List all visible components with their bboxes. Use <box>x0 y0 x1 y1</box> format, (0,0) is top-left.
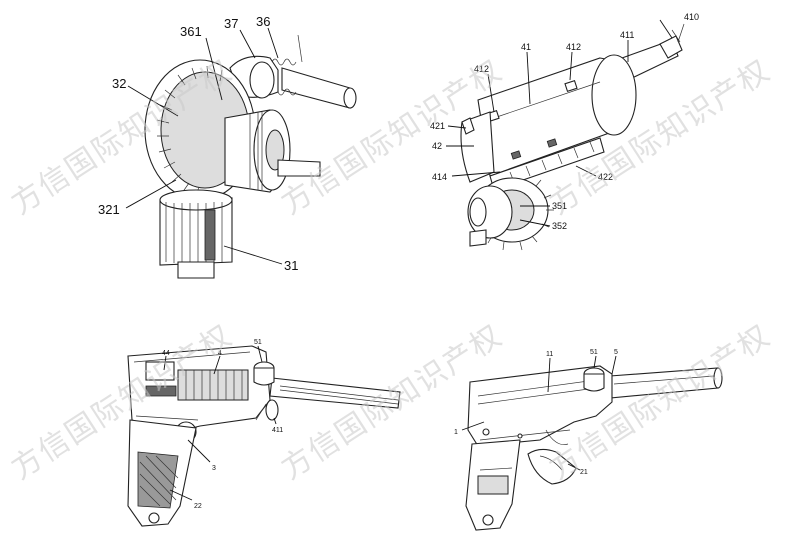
pinion-shaft <box>277 159 321 177</box>
label-4: 4 <box>218 350 222 357</box>
label-422: 422 <box>598 172 613 182</box>
label-412-right: 412 <box>566 42 581 52</box>
figure-top-left-gear-assembly: 361 37 36 32 321 31 <box>98 14 357 279</box>
rack-422 <box>489 137 605 191</box>
label-411: 411 <box>272 427 283 434</box>
label-21: 21 <box>580 469 588 476</box>
rod-411 <box>621 23 685 81</box>
label-3: 3 <box>212 465 216 472</box>
label-421: 421 <box>430 121 445 131</box>
label-32: 32 <box>112 76 126 91</box>
label-361: 361 <box>180 24 202 39</box>
label-51: 51 <box>254 339 262 346</box>
receiver-external <box>467 365 613 447</box>
output-shaft <box>281 67 357 109</box>
label-41: 41 <box>521 42 531 52</box>
label-351: 351 <box>552 201 567 211</box>
cylinder-41 <box>477 54 637 177</box>
label-352: 352 <box>552 221 567 231</box>
grip-external <box>465 439 521 531</box>
label-22: 22 <box>194 503 202 510</box>
label-321: 321 <box>98 202 120 217</box>
receiver <box>127 345 271 433</box>
label-11: 11 <box>546 351 553 358</box>
grip-22 <box>127 419 197 527</box>
gear-352 <box>467 185 513 247</box>
block-42 <box>460 111 495 183</box>
label-31: 31 <box>284 258 298 273</box>
label-36: 36 <box>256 14 270 29</box>
barrel <box>269 377 401 409</box>
label-51-external: 51 <box>590 349 598 356</box>
label-1: 1 <box>454 429 458 436</box>
label-410: 410 <box>684 12 699 22</box>
label-411: 411 <box>620 30 634 40</box>
knob-51 <box>253 361 275 386</box>
label-37: 37 <box>224 16 238 31</box>
label-42: 42 <box>432 141 442 151</box>
figure-top-right-cylinder-rack: 410 412 41 412 411 421 42 414 422 351 35… <box>430 12 699 251</box>
figure-bottom-left-gun-internal: 44 4 51 411 3 22 <box>127 339 401 527</box>
trigger-area <box>255 399 279 421</box>
figure-bottom-right-gun-external: 11 51 5 1 21 <box>454 349 723 531</box>
label-44: 44 <box>162 350 170 357</box>
watermarks: 方信国际知识产权 方信国际知识产权 方信国际知识产权 方信国际知识产权 方信国际… <box>5 53 777 487</box>
pinion-gear <box>224 109 291 193</box>
label-412-left: 412 <box>474 64 489 74</box>
label-5: 5 <box>614 349 618 356</box>
knob-51-external <box>583 367 605 392</box>
trigger-guard-21 <box>527 429 577 485</box>
label-414: 414 <box>432 172 447 182</box>
spur-gear-31 <box>159 189 233 279</box>
